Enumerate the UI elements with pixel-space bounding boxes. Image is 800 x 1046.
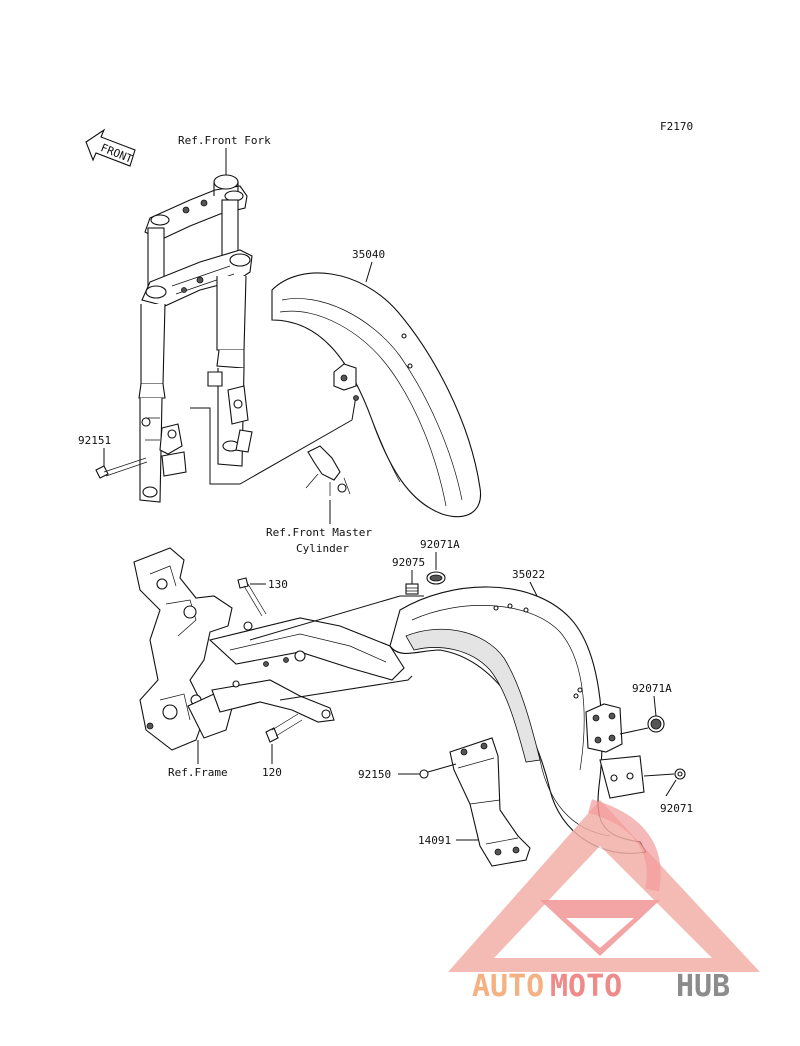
part-label-120: 120 xyxy=(262,766,282,779)
svg-text:AUTO: AUTO xyxy=(472,969,544,1004)
brake-hose-clamp xyxy=(305,445,351,496)
front-fender-35040 xyxy=(271,272,482,518)
part-label-35040: 35040 xyxy=(352,248,385,261)
grommet-92071-icon xyxy=(674,768,686,780)
ref-front-fork-label: Ref.Front Fork xyxy=(178,134,271,147)
part-label-130: 130 xyxy=(268,578,288,591)
bolt-120-icon xyxy=(265,713,303,743)
part-label-92071A-right: 92071A xyxy=(632,682,672,695)
front-arrow-icon: FRONT xyxy=(85,128,136,167)
grommet-92071A-top-icon xyxy=(426,571,446,585)
bolt-130-icon xyxy=(237,577,267,617)
frame-assembly xyxy=(133,547,405,751)
svg-text:HUB: HUB xyxy=(676,969,730,1004)
part-label-14091: 14091 xyxy=(418,834,451,847)
part-label-35022: 35022 xyxy=(512,568,545,581)
bolt-92151-icon xyxy=(95,457,148,479)
front-fork-assembly xyxy=(138,174,253,503)
ref-front-master-cylinder-label-2: Cylinder xyxy=(296,542,349,555)
bolt-92150-icon xyxy=(419,769,429,779)
watermark-text: AUTO MOTO HUB xyxy=(472,969,730,1004)
tail-bracket xyxy=(585,703,645,799)
figure-code: F2170 xyxy=(660,120,693,133)
spacer-92075-icon xyxy=(405,583,419,595)
ref-front-master-cylinder-label-1: Ref.Front Master xyxy=(266,526,372,539)
cover-14091 xyxy=(449,737,531,867)
ref-frame-label: Ref.Frame xyxy=(168,766,228,779)
svg-text:MOTO: MOTO xyxy=(550,969,622,1004)
part-label-92071A-top: 92071A xyxy=(420,538,460,551)
watermark-logo xyxy=(448,799,760,972)
part-label-92151: 92151 xyxy=(78,434,111,447)
part-label-92075: 92075 xyxy=(392,556,425,569)
part-label-92071: 92071 xyxy=(660,802,693,815)
grommet-92071A-right-icon xyxy=(647,715,665,733)
part-label-92150: 92150 xyxy=(358,768,391,781)
